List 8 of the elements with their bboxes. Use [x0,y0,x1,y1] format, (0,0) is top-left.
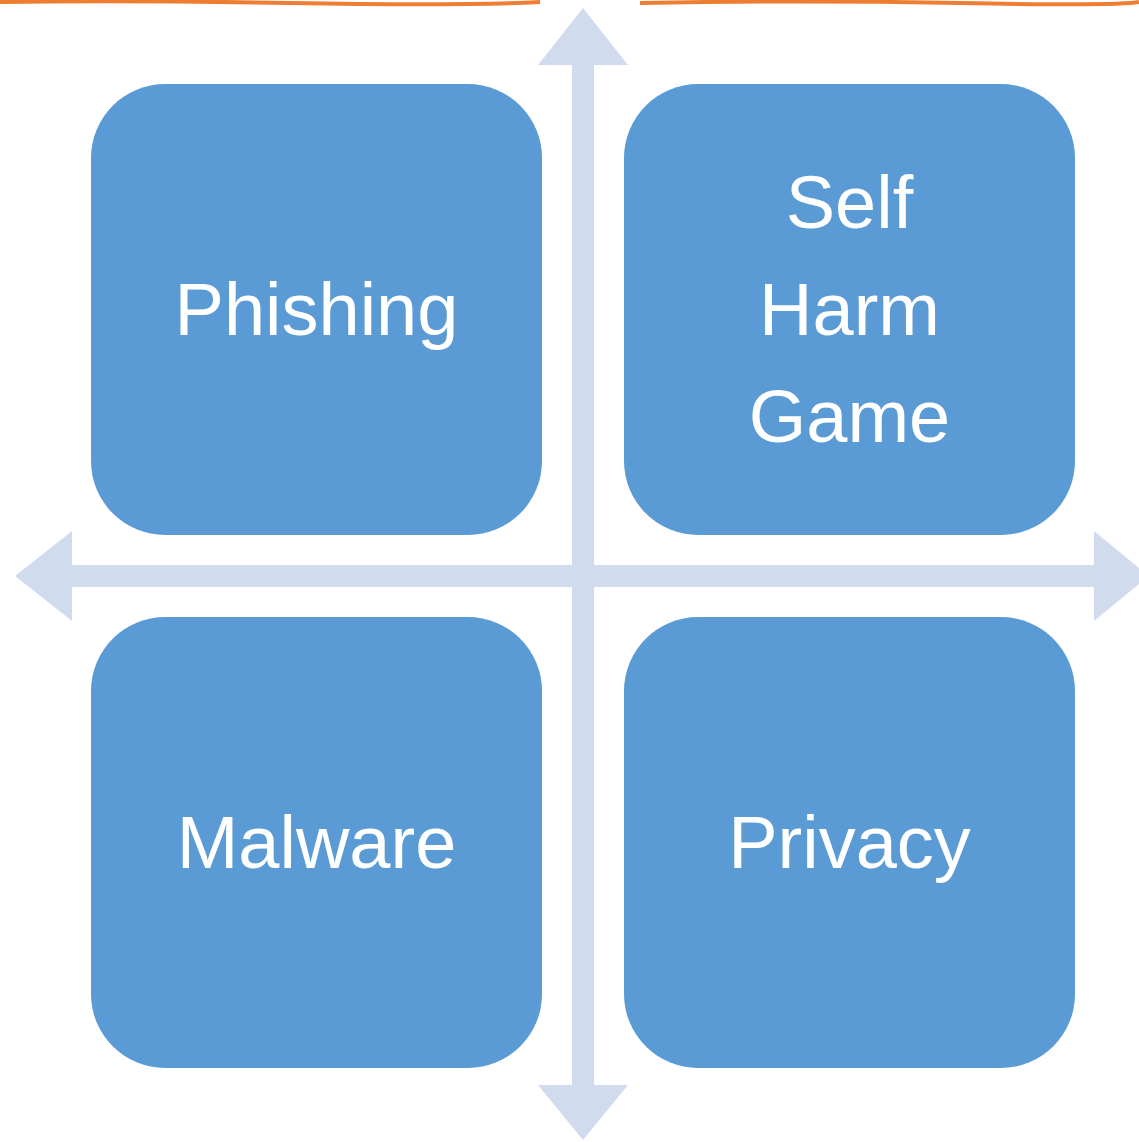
category-label: Phishing [174,266,459,353]
category-label: Privacy [728,799,971,886]
rounded-box [624,84,1075,535]
category-label: Malware [176,799,457,886]
category-label: Self Harm Game [748,159,951,461]
rounded-box [91,617,542,1068]
rounded-box [91,84,542,535]
rounded-box [624,617,1075,1068]
